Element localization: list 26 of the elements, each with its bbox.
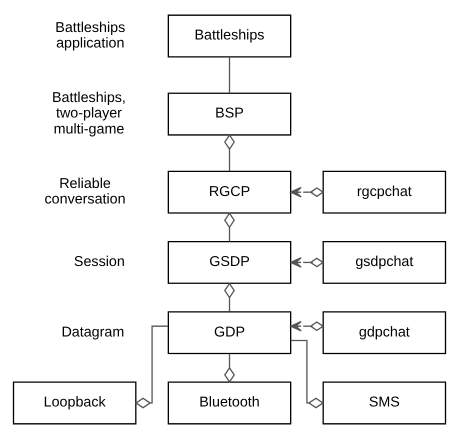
- node-label: Battleships, two-player multi-game: [52, 90, 126, 138]
- connector: [224, 212, 235, 242]
- node-box: Bluetooth: [168, 382, 292, 424]
- node-label: Session: [74, 254, 125, 270]
- connector: [224, 134, 235, 172]
- node-box: Loopback: [12, 382, 136, 424]
- connector: [224, 282, 235, 312]
- node-box: Battleships: [168, 14, 292, 58]
- node-box: SMS: [322, 382, 446, 424]
- arrow: [290, 257, 324, 268]
- node-box: RGCP: [168, 170, 292, 214]
- node-box: gdpchat: [322, 311, 446, 354]
- node-box: rgcpchat: [322, 170, 446, 214]
- node-box: BSP: [168, 92, 292, 136]
- node-label: Battleships application: [55, 20, 126, 52]
- connector: [134, 326, 168, 408]
- connector: [290, 340, 324, 408]
- node-label: Datagram: [61, 324, 124, 340]
- node-box: gsdpchat: [322, 240, 446, 284]
- connector: [224, 354, 235, 384]
- arrow: [290, 186, 324, 198]
- node-label: Reliable conversation: [44, 176, 126, 208]
- node-box: GSDP: [168, 240, 292, 284]
- arrow: [290, 320, 324, 332]
- node-box: GDP: [168, 311, 292, 354]
- connector: [228, 56, 230, 94]
